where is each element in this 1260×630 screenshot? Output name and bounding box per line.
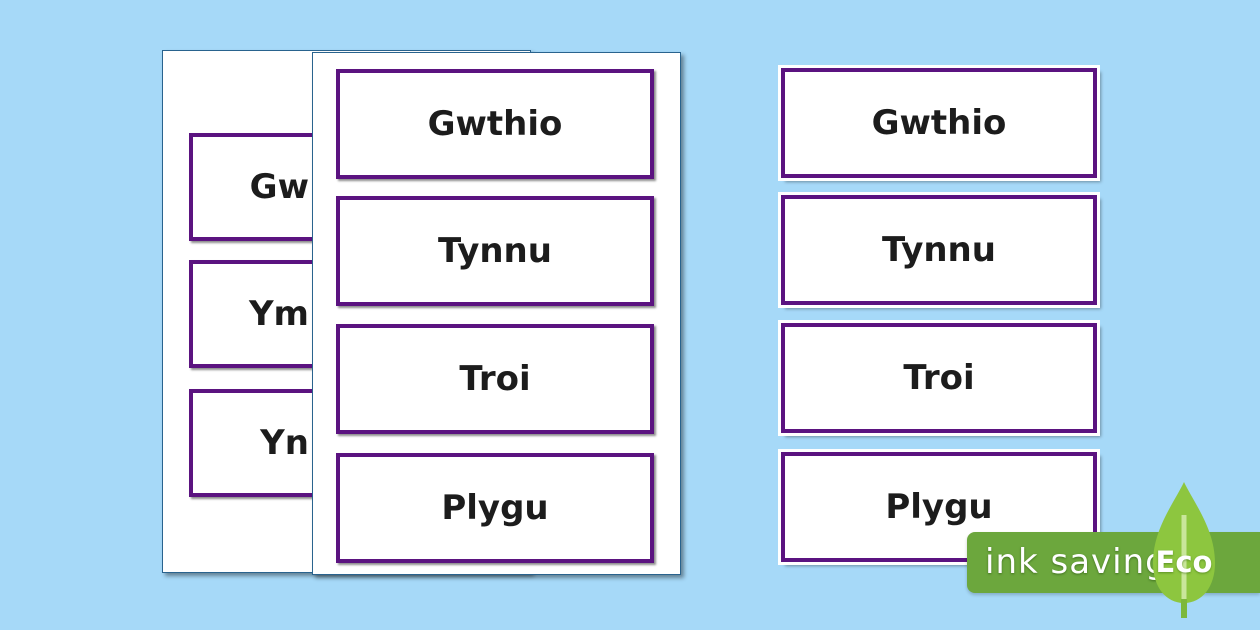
word-card-label: Plygu bbox=[441, 488, 549, 528]
word-card: Plygu bbox=[336, 453, 654, 563]
front-page: Gwthio Tynnu Troi Plygu bbox=[312, 52, 681, 575]
eco-leaf-icon bbox=[1153, 482, 1215, 618]
word-card: Troi bbox=[336, 324, 654, 434]
word-card-label: Gwthio bbox=[871, 103, 1007, 143]
ink-saving-label: ink saving bbox=[985, 542, 1168, 582]
word-card: Gwthio bbox=[781, 68, 1097, 178]
word-card-label: Ym bbox=[248, 294, 309, 334]
word-card: Tynnu bbox=[336, 196, 654, 306]
eco-logo-text: Eco bbox=[1155, 545, 1213, 579]
word-card-label: Gwthio bbox=[427, 104, 563, 144]
word-card-label: Tynnu bbox=[882, 230, 996, 270]
word-card-label: Plygu bbox=[885, 487, 993, 527]
word-card-label: Troi bbox=[903, 358, 975, 398]
word-card: Troi bbox=[781, 323, 1097, 433]
word-card: Gwthio bbox=[336, 69, 654, 179]
word-card-label: Gw bbox=[249, 167, 309, 207]
word-card-label: Tynnu bbox=[438, 231, 552, 271]
word-card: Plygu bbox=[781, 452, 1097, 562]
word-card-label: Yn bbox=[260, 423, 309, 463]
word-card: Tynnu bbox=[781, 195, 1097, 305]
word-card-label: Troi bbox=[459, 359, 531, 399]
